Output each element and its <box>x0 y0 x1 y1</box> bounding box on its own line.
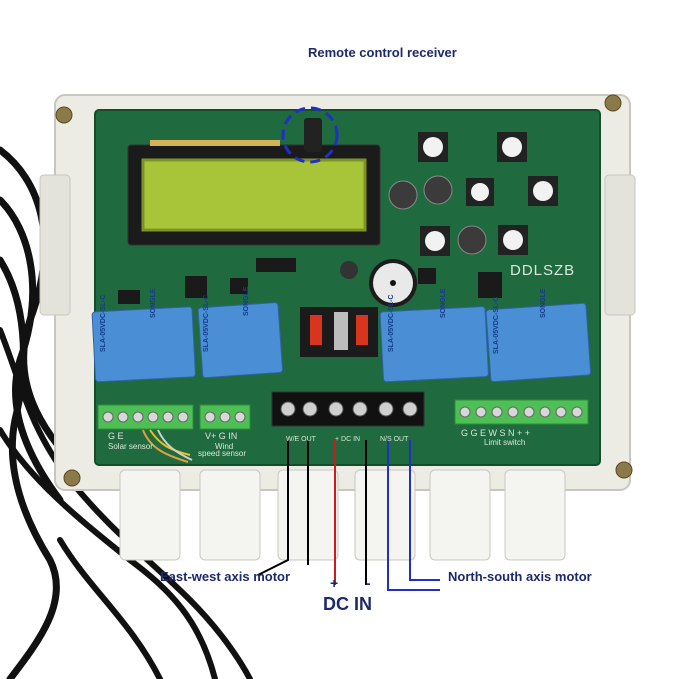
terminal-right-label: G G E W S N + + <box>461 428 531 438</box>
capacitors <box>340 175 487 279</box>
ir-receiver <box>281 106 339 164</box>
speed-sensor-label: speed sensor <box>198 449 247 458</box>
dc-in-board-label: + DC IN <box>335 436 361 443</box>
terminal-mid <box>199 404 251 430</box>
wind-label: Wind <box>215 442 234 451</box>
terminal-left <box>97 404 194 430</box>
fuses <box>300 307 378 357</box>
relay-1-brand: SONGLE <box>150 288 157 318</box>
we-out-label: W/E OUT <box>286 436 316 443</box>
dc-in-annotation: DC IN <box>323 594 372 614</box>
brand-label: DDLSZB <box>510 262 576 279</box>
north-south-motor-annotation: North-south axis motor <box>448 569 592 584</box>
ns-out-label: N/S OUT <box>380 436 409 443</box>
ew-line <box>257 440 289 576</box>
terminal-power <box>271 391 425 427</box>
relay-4-model: SLA-05VDC-SL-C <box>493 296 500 354</box>
relay-1-model: SLA-05VDC-SL-C <box>100 294 107 352</box>
relay-4-brand: SONGLE <box>540 288 547 318</box>
remote-receiver-annotation: Remote control receiver <box>308 45 457 60</box>
annotation-lines <box>257 440 440 591</box>
lcd-display <box>127 144 381 246</box>
ns-line-2 <box>409 440 440 581</box>
relay-3-model: SLA-05VDC-SL-C <box>388 294 395 352</box>
pin-header <box>150 140 280 146</box>
buzzer <box>369 259 417 307</box>
terminal-right <box>454 399 589 425</box>
relay-2-brand: SONGLE <box>243 286 250 316</box>
dc-plus-annotation: + <box>330 575 339 591</box>
relay-3-brand: SONGLE <box>440 288 447 318</box>
chips <box>118 258 502 304</box>
solar-sensor-label: Solar sensor <box>108 442 153 451</box>
relays <box>91 302 592 383</box>
terminal-left-label: G E <box>108 431 124 441</box>
push-buttons <box>418 132 558 256</box>
ns-line <box>387 440 440 591</box>
east-west-motor-annotation: East-west axis motor <box>160 569 291 584</box>
limit-switch-label: Limit switch <box>484 438 526 447</box>
sensor-wires <box>142 429 193 463</box>
relay-2-model: SLA-05VDC-SL-C <box>203 294 210 352</box>
terminal-mid-label: V+ G IN <box>205 431 238 441</box>
dc-minus-annotation: - <box>366 575 371 591</box>
